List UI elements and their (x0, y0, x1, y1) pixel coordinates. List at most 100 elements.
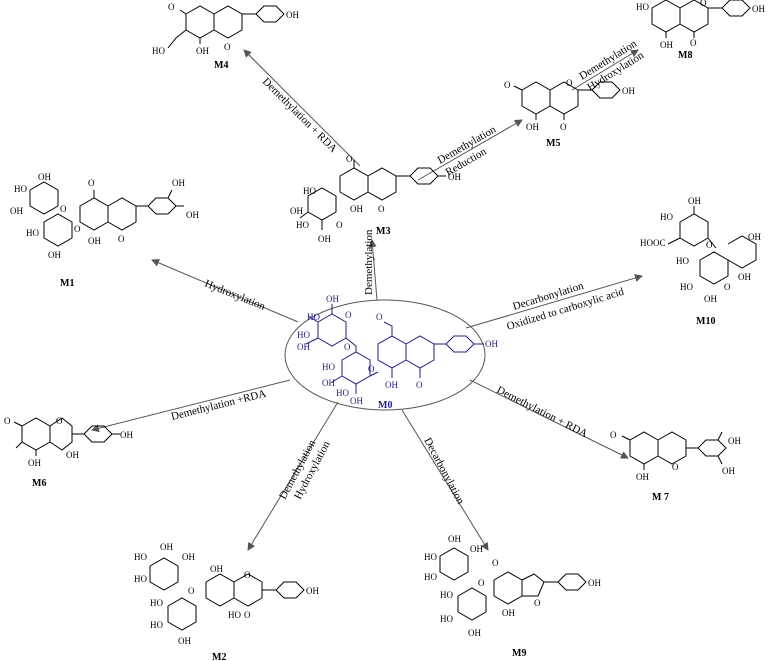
m5-atom-2: O (560, 122, 567, 132)
m2-atom-12: OH (306, 586, 319, 596)
compound-m5: O OH O O OH M5 (504, 78, 635, 149)
m2-atom-9: O (244, 610, 251, 620)
arrow-to-m9 (401, 409, 489, 551)
m9-atom-8: OH (502, 608, 515, 618)
m2-atom-1: OH (160, 542, 173, 552)
m10-atom-2: OH (688, 196, 701, 206)
m0-atom-2: OH (326, 294, 339, 304)
m2-atom-10: HO (228, 610, 241, 620)
m7-atom-3: OH (728, 436, 741, 446)
m2-atom-3: HO (134, 574, 147, 584)
m9-atom-10: O (492, 558, 499, 568)
m0-atom-6: OH (322, 378, 335, 388)
arrow-to-m3 (368, 239, 378, 301)
m10-atom-9: OH (738, 272, 751, 282)
m1-atom-0: HO (14, 184, 27, 194)
m10-atom-3: O (706, 240, 713, 250)
m4-atom-2: O (224, 42, 231, 52)
m6-atom-2: O (56, 416, 63, 426)
m5-atom-1: OH (526, 122, 539, 132)
m1-atom-11: O (88, 178, 95, 188)
m1-atom-1: OH (38, 172, 51, 182)
m9-atom-0: HO (424, 552, 437, 562)
m0-atom-10: OH (350, 396, 363, 406)
m0-atom-0: HO (307, 312, 320, 322)
m2-atom-4: HO (150, 598, 163, 608)
m9-label: M9 (512, 648, 526, 659)
m3-atom-8: OH (448, 172, 461, 182)
m10-label: M10 (696, 316, 715, 327)
m9-atom-4: HO (440, 590, 453, 600)
m10-atom-6: OH (704, 294, 717, 304)
m4-atom-1: OH (196, 46, 209, 56)
m0-label: M0 (378, 400, 392, 411)
compound-m1: HO OH O OH HO OH O OH OH OH O O M1 (10, 172, 199, 289)
m0-atom-13: O (416, 380, 423, 390)
arrow-to-m1 (151, 259, 299, 323)
m4-label: M4 (214, 60, 228, 71)
m8-label: M8 (678, 50, 692, 61)
m10-atom-5: HO (680, 282, 693, 292)
label-to-m7: Demethylation + RDA (495, 384, 590, 440)
m3-atom-7: O (346, 154, 353, 164)
m9-atom-5: O (478, 578, 485, 588)
m1-atom-3: OH (10, 206, 23, 216)
m3-atom-6: O (378, 204, 385, 214)
label-to-m3: Demethylation (363, 229, 375, 295)
m4-atom-0: HO (152, 46, 165, 56)
m0-atom-7: O (368, 364, 375, 374)
m0-atom-8: HO (322, 362, 335, 372)
m10-atom-1: HO (660, 212, 673, 222)
arrow-to-m4 (243, 49, 361, 167)
compound-m2: HO OH OH HO HO O HO OH OH O HO O OH M2 (134, 542, 319, 661)
m1-atom-6: O (74, 224, 81, 234)
arrow-to-m10 (465, 274, 643, 329)
label-to-m9: Decarbonylation (421, 436, 466, 507)
compound-m6: O OH O OH OH M6 (4, 416, 133, 489)
m2-atom-8: OH (210, 564, 223, 574)
m6-atom-0: O (4, 416, 11, 426)
compound-m4: HO OH O O OH M4 (152, 2, 299, 71)
m1-atom-10: O (118, 234, 125, 244)
m8-atom-3: O (700, 0, 707, 8)
m0-atom-11: O (376, 312, 383, 322)
m9-atom-7: OH (468, 628, 481, 638)
m3-atom-0: HO (303, 186, 316, 196)
m0-atom-5: OH (297, 342, 310, 352)
m8-atom-1: OH (660, 40, 673, 50)
m0-structure: HO HO OH O O OH OH O HO HO OH O OH O OH (297, 294, 498, 406)
m6-atom-3: OH (66, 450, 79, 460)
m1-atom-7: OH (88, 236, 101, 246)
label-to-m1: Hydroxylation (203, 278, 267, 313)
m10-atom-7: O (724, 282, 731, 292)
compound-m3: HO OH O HO OH OH O O OH M3 (290, 154, 461, 244)
m7-atom-1: OH (636, 472, 649, 482)
m8-atom-4: OH (752, 4, 765, 14)
m3-atom-5: OH (350, 204, 363, 214)
m7-atom-4: OH (722, 466, 735, 476)
arrow-to-m5 (417, 119, 523, 181)
m5-atom-0: O (504, 80, 511, 90)
m10-atom-0: HOOC (640, 238, 666, 248)
m7-label: M 7 (652, 492, 669, 503)
m9-atom-11: OH (588, 578, 601, 588)
m7-atom-2: O (672, 462, 679, 472)
m0-atom-1: HO (297, 330, 310, 340)
m9-atom-1: OH (448, 534, 461, 544)
m6-label: M6 (32, 478, 46, 489)
m2-atom-0: HO (134, 552, 147, 562)
compound-m9: HO OH OH HO HO O HO OH OH O O OH M9 (424, 534, 601, 659)
m1-atom-2: O (60, 204, 67, 214)
arrow-to-m2 (247, 401, 339, 551)
label-to-m4: Demethylation + RDA (260, 76, 339, 155)
m2-atom-2: OH (182, 552, 195, 562)
reaction-arrows (91, 49, 643, 551)
m6-atom-4: OH (120, 430, 133, 440)
arrow-to-m8 (571, 49, 639, 91)
m9-atom-6: HO (440, 614, 453, 624)
m1-atom-9: OH (186, 210, 199, 220)
m2-atom-6: HO (150, 620, 163, 630)
m10-atom-4: HO (676, 256, 689, 266)
m0-atom-3: O (344, 342, 351, 352)
